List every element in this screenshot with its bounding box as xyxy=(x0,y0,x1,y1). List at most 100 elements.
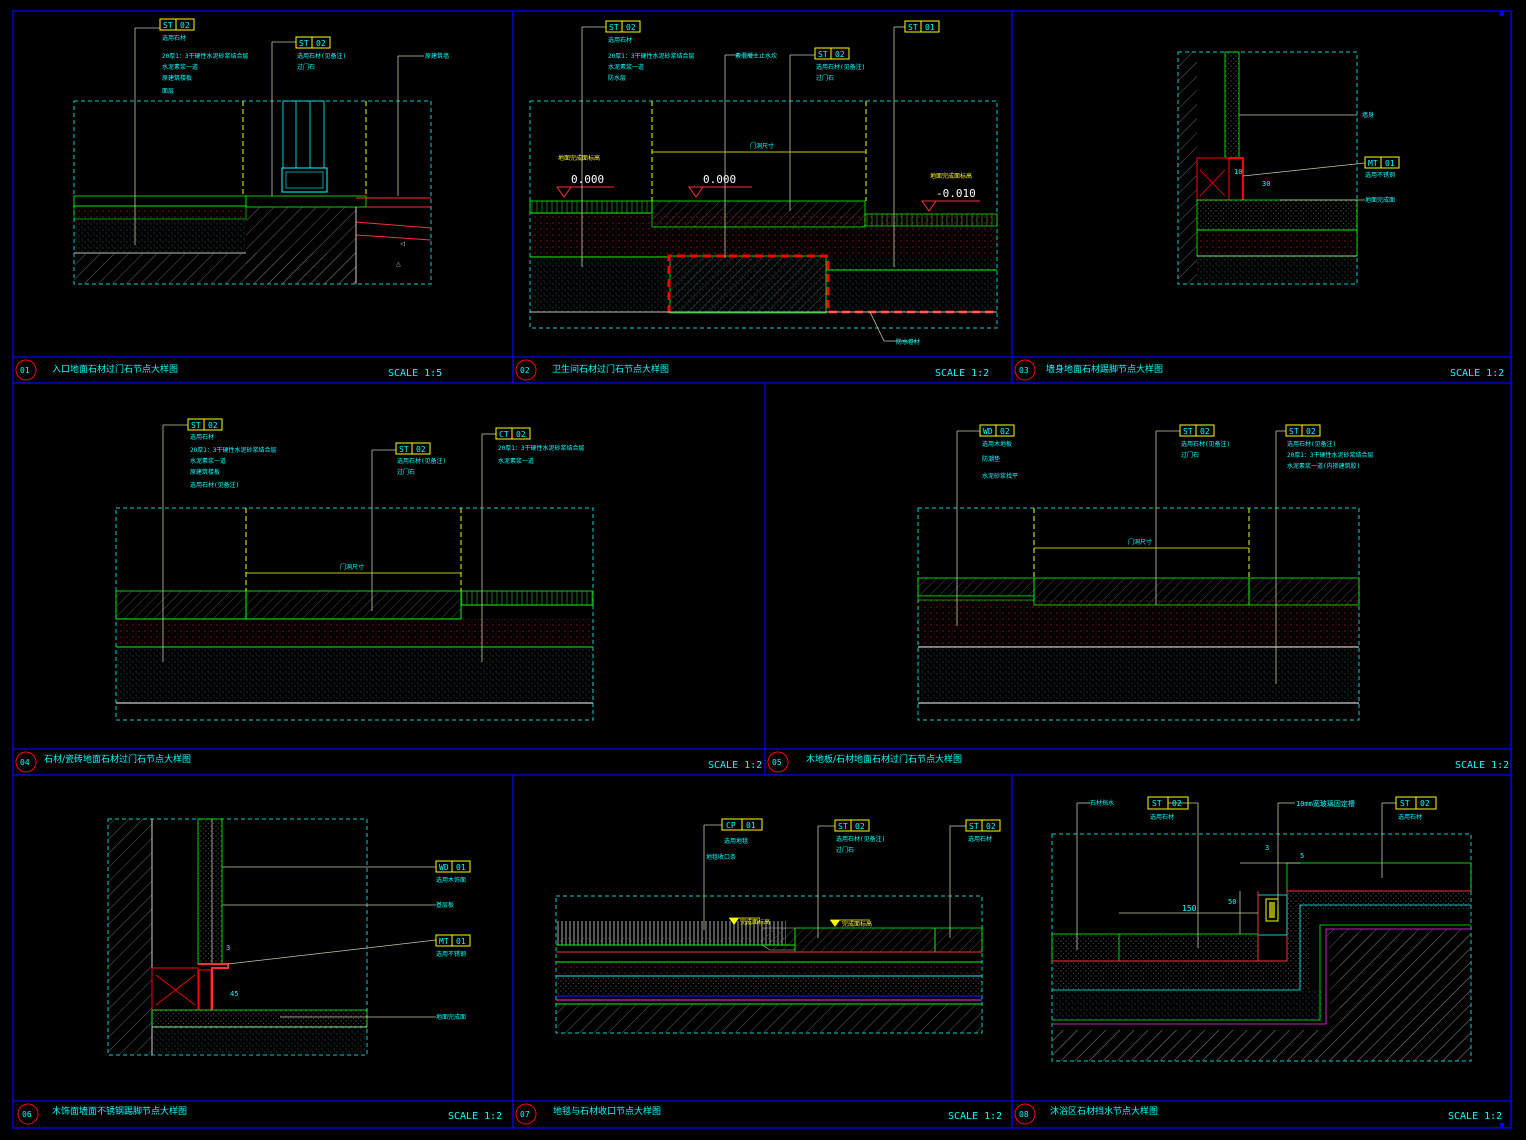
note: 防潮垫 xyxy=(982,455,1000,463)
svg-text:MT: MT xyxy=(1368,159,1378,168)
detail-08: 150 50 3 5 ST 02 ST 02 石材挡水 选用石材 10mm宽玻璃… xyxy=(1051,796,1472,1062)
svg-text:ST: ST xyxy=(969,822,979,831)
note: 选用石材 xyxy=(968,835,992,843)
svg-text:-0.010: -0.010 xyxy=(936,187,976,200)
panel-title: 木饰面墙面不锈钢踢脚节点大样图 xyxy=(52,1105,187,1117)
material-tag: ST 02 xyxy=(834,819,870,832)
svg-text:ST: ST xyxy=(818,50,828,59)
panel-scale: SCALE 1:2 xyxy=(708,760,762,771)
dim-label: 5 xyxy=(1300,852,1304,860)
panel-scale: SCALE 1:5 xyxy=(388,368,442,379)
panel-title: 地毯与石材收口节点大样图 xyxy=(553,1105,661,1117)
note: 防水卷材 xyxy=(896,338,920,346)
material-tag: ST 02 xyxy=(295,36,331,49)
note: 水泥素浆一道 xyxy=(162,63,198,71)
material-tag: CT 02 xyxy=(495,427,531,440)
note: 选用石材(见备注) xyxy=(397,457,446,465)
title-bar-08: 08 沐浴区石材挡水节点大样图 SCALE 1:2 xyxy=(1014,1103,1502,1125)
note: 水泥素浆一道 xyxy=(190,457,226,465)
panel-number: 07 xyxy=(520,1110,530,1119)
title-bar-07: 07 地毯与石材收口节点大样图 SCALE 1:2 xyxy=(515,1103,1002,1125)
note: 基层板 xyxy=(436,901,454,909)
svg-text:WD: WD xyxy=(439,863,449,872)
sheet-frame xyxy=(12,10,1512,1129)
note: 水泥素浆一道 xyxy=(608,63,644,71)
svg-text:02: 02 xyxy=(1306,427,1316,436)
level-mark: 完成面标高 xyxy=(830,919,872,928)
panel-title: 墙身地面石材踢脚节点大样图 xyxy=(1046,363,1163,375)
note: 选用石材(见备注) xyxy=(836,835,885,843)
panel-scale: SCALE 1:2 xyxy=(1455,760,1509,771)
svg-text:02: 02 xyxy=(516,430,526,439)
svg-text:ST: ST xyxy=(908,23,918,32)
panel-number: 06 xyxy=(22,1110,32,1119)
dim-label: 150 xyxy=(1182,904,1197,913)
panel-title: 沐浴区石材挡水节点大样图 xyxy=(1050,1105,1158,1117)
detail-03: 10 30 MT 01 墙身 选用不锈钢 地面完成面 xyxy=(1177,51,1400,285)
material-tag: ST 02 xyxy=(1147,796,1189,810)
title-bar-02: 02 卫生间石材过门石节点大样图 SCALE 1:2 xyxy=(515,359,989,381)
panel-title: 石材/瓷砖地面石材过门石节点大样图 xyxy=(44,753,191,765)
material-tag: WD 02 xyxy=(979,424,1015,437)
svg-text:02: 02 xyxy=(1000,427,1010,436)
title-bar-05: 05 木地板/石材地面石材过门石节点大样图 SCALE 1:2 xyxy=(767,751,1509,773)
note: 20厚1：3干硬性水泥砂浆结合层 xyxy=(190,446,276,454)
note: 选用石材 xyxy=(162,34,186,42)
material-tag: ST 02 xyxy=(159,18,195,31)
svg-text:01: 01 xyxy=(925,23,935,32)
panel-number: 01 xyxy=(20,366,30,375)
material-tag: CP 01 xyxy=(721,818,763,831)
note: 过门石 xyxy=(1181,451,1199,459)
note: 水泥素浆一道 xyxy=(498,457,534,465)
title-bar-04: 04 石材/瓷砖地面石材过门石节点大样图 SCALE 1:2 xyxy=(15,751,762,773)
note: 原建筑楼板 xyxy=(162,74,192,82)
detail-02: 门洞尺寸 0.000 地面完成面标高 0.000 -0.010 地面完成面标高 xyxy=(529,20,998,346)
level-mark: -0.010 地面完成面标高 xyxy=(921,172,980,212)
svg-text:0.000: 0.000 xyxy=(571,173,604,186)
material-tag: ST 01 xyxy=(904,20,940,33)
note: 地毯收口条 xyxy=(706,853,736,861)
detail-07: 完成面标高 完成面标高 CP 01 ST 02 ST 02 xyxy=(555,818,1001,1034)
svg-text:02: 02 xyxy=(1172,799,1182,808)
title-bar-06: 06 木饰面墙面不锈钢踢脚节点大样图 SCALE 1:2 xyxy=(17,1103,502,1125)
note: 选用石材(见备注) xyxy=(816,63,865,71)
note: 选用石材(见备注) xyxy=(1181,440,1230,448)
svg-text:ST: ST xyxy=(838,822,848,831)
note: 选用木地板 xyxy=(982,440,1012,448)
note: 选用不锈钢 xyxy=(1365,171,1395,179)
svg-text:01: 01 xyxy=(1385,159,1395,168)
material-tag: MT 01 xyxy=(435,934,471,947)
panel-scale: SCALE 1:2 xyxy=(948,1111,1002,1122)
material-tag: ST 02 xyxy=(1395,796,1437,810)
panel-title: 入口地面石材过门石节点大样图 xyxy=(52,363,178,375)
note: 20厚1：3干硬性水泥砂浆结合层 xyxy=(1287,451,1373,459)
note: 20厚1：3干硬性水泥砂浆结合层 xyxy=(608,52,694,60)
detail-01: ◁ △ ST 02 ST 02 选用石材 20厚1：3干硬性水泥砂浆结合层 水泥… xyxy=(73,18,449,285)
panel-title: 木地板/石材地面石材过门石节点大样图 xyxy=(806,753,962,765)
svg-text:◁: ◁ xyxy=(400,239,405,248)
note: 防水层 xyxy=(608,74,626,82)
note: 选用木饰面 xyxy=(436,876,466,884)
svg-text:02: 02 xyxy=(316,39,326,48)
note: 地面完成面 xyxy=(1365,196,1395,204)
panel-scale: SCALE 1:2 xyxy=(448,1111,502,1122)
detail-05: 门洞尺寸 WD 02 ST 02 ST 02 选用木地板 防潮垫 水泥砂浆找平 … xyxy=(917,424,1373,721)
dim-label: 30 xyxy=(1262,180,1270,188)
note: 地面完成面 xyxy=(436,1013,466,1021)
note: 过门石 xyxy=(816,74,834,82)
material-tag: WD 01 xyxy=(435,860,471,873)
note: 20厚1：3干硬性水泥砂浆结合层 xyxy=(162,52,248,60)
svg-text:ST: ST xyxy=(1289,427,1299,436)
svg-text:01: 01 xyxy=(746,821,756,830)
material-tag: ST 02 xyxy=(1179,424,1215,437)
note: 选用石材 xyxy=(1398,813,1422,821)
level-mark: 0.000 地面完成面标高 xyxy=(556,154,614,198)
level-mark: 0.000 xyxy=(688,173,752,198)
material-tag: ST 02 xyxy=(605,20,641,33)
note: 选用不锈钢 xyxy=(436,950,466,958)
material-tag: ST 02 xyxy=(395,442,431,455)
svg-text:02: 02 xyxy=(855,822,865,831)
svg-text:CT: CT xyxy=(499,430,509,439)
svg-text:ST: ST xyxy=(1183,427,1193,436)
note: 原建筑楼板 xyxy=(190,468,220,476)
